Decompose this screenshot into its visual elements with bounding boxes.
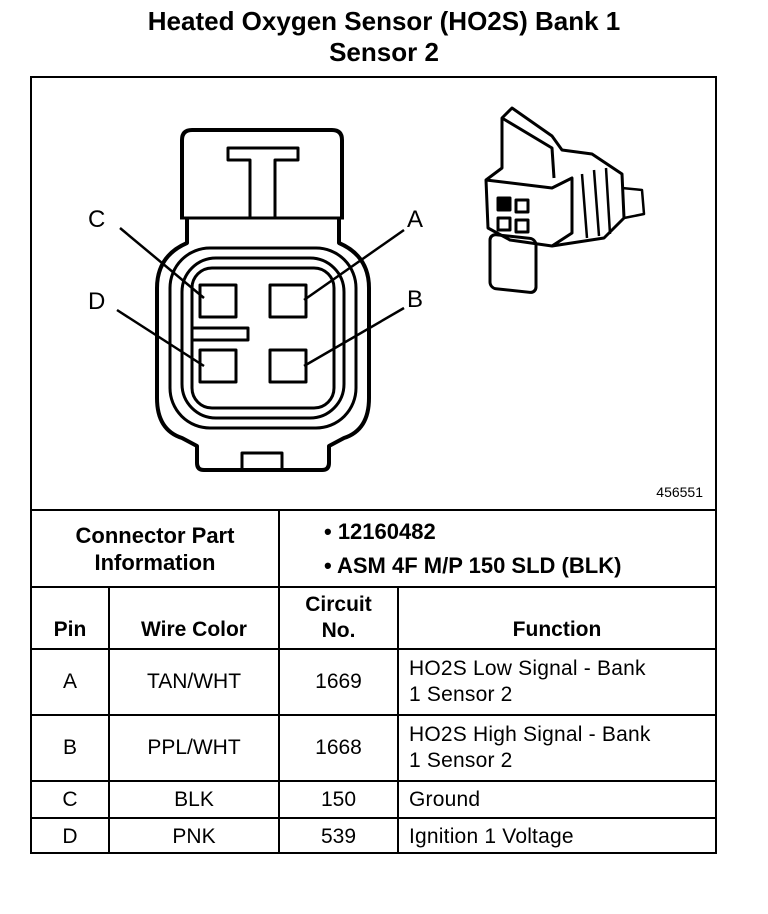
header-circuit-no: Circuit No. — [305, 593, 372, 642]
pin-label-c: C — [88, 206, 106, 233]
connector-iso-view — [484, 106, 646, 294]
row-c-function: Ground — [409, 787, 481, 811]
connector-face — [190, 266, 336, 410]
connector-seal-outer — [168, 246, 358, 430]
divider — [32, 780, 715, 782]
divider — [397, 586, 399, 852]
pin-cavity-c — [198, 283, 238, 319]
divider — [32, 509, 715, 511]
connector-description: • ASM 4F M/P 150 SLD (BLK) — [324, 552, 622, 578]
row-b-wire-color: PPL/WHT — [147, 736, 241, 759]
row-c-wire-color: BLK — [174, 787, 214, 811]
figure-number: 456551 — [656, 484, 703, 500]
connector-part-number: • 12160482 — [324, 518, 436, 544]
row-d-function: Ignition 1 Voltage — [409, 824, 574, 848]
pin-cavity-a — [268, 283, 308, 319]
row-d-pin: D — [62, 824, 78, 848]
row-c-circuit: 150 — [320, 787, 357, 811]
pin-label-d: D — [88, 288, 106, 315]
pin-cavity-b — [268, 348, 308, 384]
divider — [278, 509, 280, 586]
row-a-wire-color: TAN/WHT — [146, 670, 242, 693]
connector-seal-inner — [180, 256, 346, 420]
row-a-circuit: 1669 — [315, 670, 362, 693]
row-b-pin: B — [62, 736, 77, 759]
connector-info-list: • 12160482 • ASM 4F M/P 150 SLD (BLK) — [280, 511, 715, 586]
row-a-pin: A — [62, 670, 77, 693]
title-line-1: Heated Oxygen Sensor (HO2S) Bank 1 — [147, 6, 621, 36]
connector-drawing — [116, 106, 646, 472]
row-d-circuit: 539 — [320, 824, 357, 848]
page-title: Heated Oxygen Sensor (HO2S) Bank 1 Senso… — [0, 6, 768, 68]
latch-t-slot — [226, 146, 300, 220]
divider — [108, 586, 110, 852]
header-wire-color: Wire Color — [141, 618, 247, 641]
row-b-circuit: 1668 — [315, 736, 362, 759]
pin-cavity-d — [198, 348, 238, 384]
leader-b — [303, 306, 405, 368]
connector-diagram: C A D B 456551 — [32, 78, 715, 510]
row-c-pin: C — [62, 787, 78, 811]
row-d-wire-color: PNK — [172, 824, 216, 848]
divider — [278, 586, 280, 852]
header-pin: Pin — [53, 618, 87, 641]
polarization-key — [190, 326, 250, 342]
row-b-function: HO2S High Signal - Bank 1 Sensor 2 — [409, 723, 651, 772]
leader-c — [119, 227, 205, 299]
connector-latch — [180, 128, 344, 218]
title-line-2: Sensor 2 — [329, 37, 439, 67]
leader-d — [116, 308, 205, 368]
divider — [32, 586, 715, 588]
connector-info-label: Connector Part Information — [75, 522, 235, 575]
row-a-function: HO2S Low Signal - Bank 1 Sensor 2 — [409, 657, 646, 706]
leader-a — [303, 228, 405, 302]
pin-label-b: B — [407, 286, 424, 313]
header-function: Function — [512, 618, 602, 641]
connector-housing — [155, 218, 371, 472]
pin-label-a: A — [407, 206, 424, 233]
connector-sheet: C A D B 456551 Connector Part Informatio… — [30, 76, 717, 854]
divider — [32, 714, 715, 716]
divider — [32, 817, 715, 819]
divider — [32, 648, 715, 650]
